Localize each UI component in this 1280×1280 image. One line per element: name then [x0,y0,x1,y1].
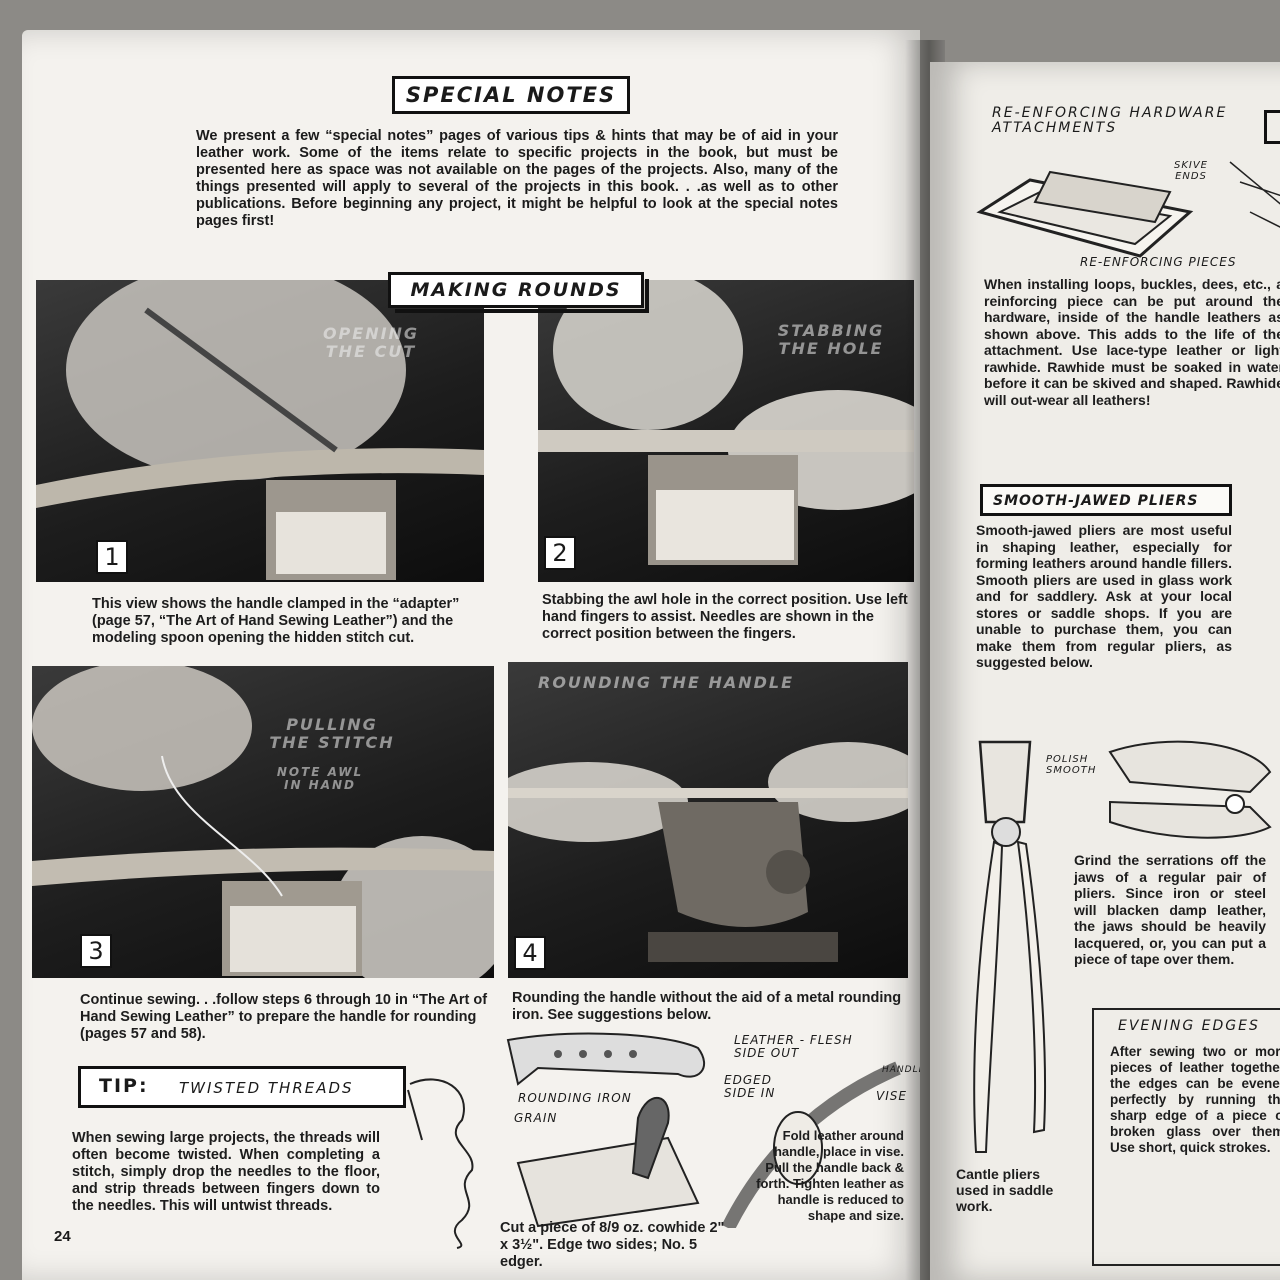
pliers-sketch [973,740,1272,1153]
tip-subtitle: TWISTED THREADS [179,1079,354,1097]
step-number-4: 4 [514,936,546,970]
evening-edges-box: EVENING EDGES [1092,1008,1280,1266]
photo-2-label: STABBING THE HOLE [777,321,885,358]
photo-4-illustration [508,742,908,962]
rounding-caption-right: Fold leather around handle, place in vis… [756,1128,904,1223]
skive-ends-label: SKIVE ENDS [1173,160,1208,182]
tip-text: When sewing large projects, the threads … [72,1130,380,1214]
photo-3-label: PULLING THE STITCH [269,715,395,752]
handle-label: HANDLE [882,1065,920,1075]
photo-2-illustration [538,280,914,565]
photo-2-caption: Stabbing the awl hole in the correct pos… [542,592,908,642]
reenforcing-text: When installing loops, buckles, dees, et… [984,276,1280,408]
photo-3-illustration [32,666,494,978]
photo-1-illustration [36,280,484,580]
side-tab-box [1264,110,1280,144]
special-notes-title: SPECIAL NOTES [392,76,635,119]
smooth-pliers-title: SMOOTH-JAWED PLIERS [993,493,1199,509]
tip-box: TIP: TWISTED THREADS [78,1066,406,1108]
step-number-2: 2 [544,536,576,570]
smooth-pliers-title-box: SMOOTH-JAWED PLIERS [980,484,1232,516]
photo-opening-the-cut: OPENING THE CUT 1 [36,280,484,582]
twisted-thread-sketch [407,1078,474,1249]
reenforcing-title: RE-ENFORCING HARDWARE ATTACHMENTS [992,105,1228,136]
cantle-pliers-caption: Cantle pliers used in saddle work. [956,1166,1054,1214]
photo-1-caption: This view shows the handle clamped in th… [92,596,460,646]
leather-flesh-label: LEATHER - FLESH SIDE OUT [734,1033,853,1060]
step-number-1: 1 [96,540,128,574]
evening-edges-title: EVENING EDGES [1118,1018,1260,1034]
step-number-3: 3 [80,934,112,968]
photo-pulling-the-stitch: PULLING THE STITCH NOTE AWL IN HAND 3 [32,666,494,978]
photo-4-caption: Rounding the handle without the aid of a… [512,990,902,1023]
photo-3-caption: Continue sewing. . .follow steps 6 throu… [80,992,488,1042]
grain-label: GRAIN [514,1111,558,1125]
photo-rounding-the-handle: ROUNDING THE HANDLE 4 [508,662,908,978]
left-page: SPECIAL NOTES We present a few “special … [22,30,920,1280]
photo-3-sublabel: NOTE AWL IN HAND [276,765,364,792]
smooth-pliers-text: Smooth-jawed pliers are most useful in s… [976,522,1232,670]
page-number: 24 [54,1228,71,1245]
polish-smooth-label: POLISH SMOOTH [1046,754,1097,776]
rounding-iron-label: ROUNDING IRON [518,1091,632,1105]
reenforcing-pieces-label: RE-ENFORCING PIECES [1080,255,1237,269]
photo-4-label: ROUNDING THE HANDLE [538,673,795,692]
right-page: RE-ENFORCING HARDWARE ATTACHMENTS SKIVE … [930,62,1280,1280]
reenforcing-sketch [976,161,1280,258]
tip-title: TIP: [99,1075,149,1097]
making-rounds-title: MAKING ROUNDS [388,272,649,313]
evening-edges-text: After sewing two or more pieces of leath… [1110,1044,1280,1155]
rounding-caption-left: Cut a piece of 8/9 oz. cowhide 2" x 3½".… [500,1220,725,1270]
special-notes-text: We present a few “special notes” pages o… [196,128,838,229]
rounding-iron-sketch [506,1032,901,1228]
vise-label: VISE [876,1089,907,1103]
grind-text: Grind the serrations off the jaws of a r… [1074,852,1266,967]
photo-1-label: OPENING THE CUT [322,324,420,361]
edged-side-label: EDGED SIDE IN [724,1073,776,1100]
photo-stabbing-the-hole: STABBING THE HOLE 2 [538,280,914,582]
